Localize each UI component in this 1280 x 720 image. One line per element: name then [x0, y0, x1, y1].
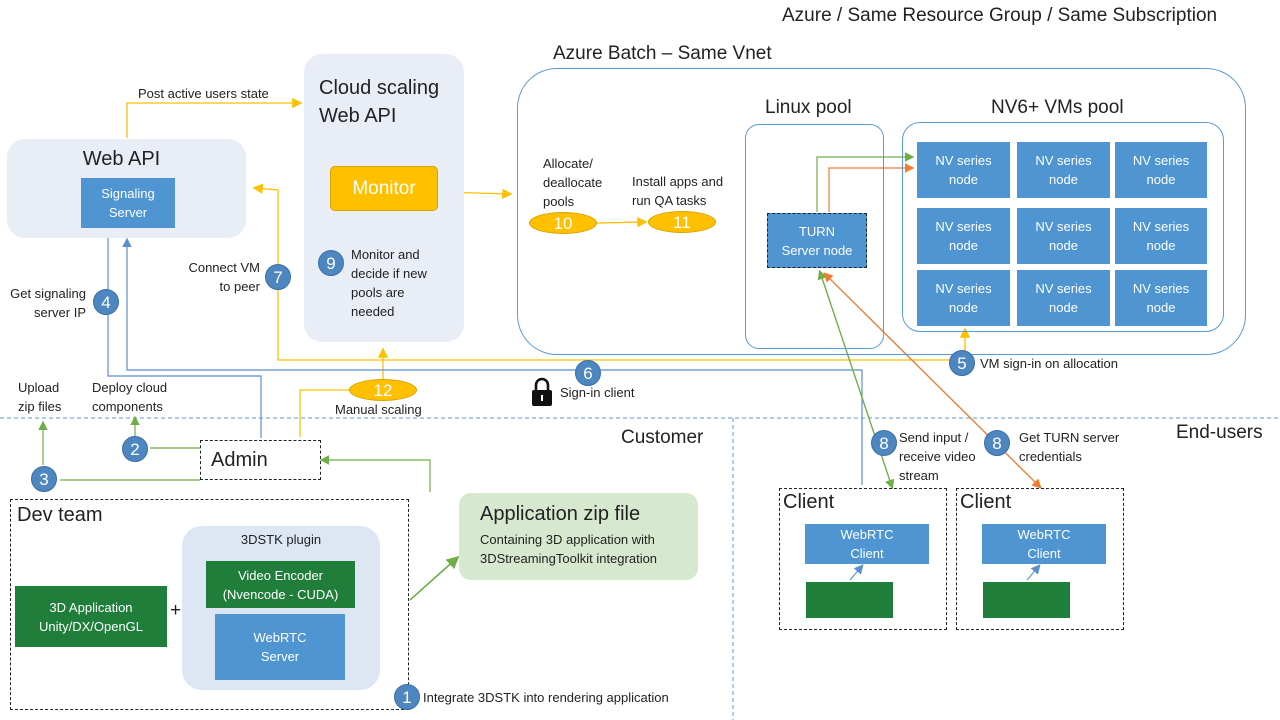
step-10-badge: 10 [529, 212, 597, 234]
webrtc-client-2: WebRTC Client [982, 524, 1106, 564]
customer-label: Customer [621, 427, 704, 448]
nv-series-node: NV series node [1115, 142, 1207, 198]
plus-sign: + [170, 600, 182, 621]
cloud-scaling-title-1: Cloud scaling [319, 77, 440, 99]
client-app-2 [983, 582, 1070, 618]
nv-series-node: NV series node [917, 142, 1010, 198]
linux-pool-title: Linux pool [765, 97, 852, 118]
nv-series-node: NV series node [917, 208, 1010, 264]
step-6-badge: 6 [575, 360, 601, 386]
nv-series-node: NV series node [917, 270, 1010, 326]
nv-pool-box [902, 122, 1224, 332]
azure-group-title: Azure / Same Resource Group / Same Subsc… [782, 5, 1218, 26]
app-zip-title: Application zip file [480, 503, 641, 525]
nv-series-node: NV series node [1017, 208, 1110, 264]
step-8a-badge: 8 [871, 430, 897, 456]
web-api-title: Web API [82, 148, 161, 170]
app-zip-desc: Containing 3D application with 3DStreami… [480, 532, 658, 566]
client-box-2 [956, 488, 1124, 630]
webrtc-server-box: WebRTC Server [215, 614, 345, 680]
webrtc-client-1: WebRTC Client [805, 524, 929, 564]
step-8b-text: Get TURN server credentials [1019, 430, 1120, 464]
signaling-server-box: Signaling Server [81, 178, 175, 228]
azure-batch-container [517, 68, 1246, 355]
monitor-box: Monitor [330, 166, 438, 211]
step-3-text: Upload zip files [18, 380, 62, 414]
step-8b-badge: 8 [984, 430, 1010, 456]
linux-pool-box [745, 124, 884, 349]
step-9-badge: 9 [318, 250, 344, 276]
step-4-badge: 4 [93, 289, 119, 315]
dev-team-title: Dev team [17, 504, 103, 526]
step-4-text: Get signaling server IP [10, 286, 86, 320]
step-7-text: Connect VM to peer [188, 260, 260, 294]
app3d-box: 3D Application Unity/DX/OpenGL [15, 586, 167, 647]
plugin-title: 3DSTK plugin [240, 532, 322, 547]
app-zip-box [459, 493, 698, 580]
nv-pool-title: NV6+ VMs pool [991, 97, 1124, 118]
step-10-text: Allocate/ deallocate pools [543, 156, 603, 209]
admin-box: Admin [200, 440, 321, 480]
client-app-1 [806, 582, 893, 618]
step-8a-text: Send input / receive video stream [899, 430, 976, 483]
nv-series-node: NV series node [1115, 270, 1207, 326]
step-9-text: Monitor and decide if new pools are need… [351, 247, 427, 319]
client-box-1 [779, 488, 947, 630]
step-11-text: Install apps and run QA tasks [632, 174, 724, 208]
client-title-2: Client [960, 491, 1012, 513]
step-2-text: Deploy cloud components [92, 380, 168, 414]
dev-team-box [10, 499, 409, 710]
step-12-text: Manual scaling [335, 402, 422, 417]
nv-series-node: NV series node [1017, 142, 1110, 198]
step-3-badge: 3 [31, 466, 57, 492]
nv-series-node: NV series node [1115, 208, 1207, 264]
video-encoder-box: Video Encoder (Nvencode - CUDA) [206, 561, 355, 608]
step-7-badge: 7 [265, 264, 291, 290]
post-active-label: Post active users state [138, 86, 269, 101]
step-6-text: Sign-in client [560, 385, 635, 400]
step-12-badge: 12 [349, 379, 417, 401]
batch-vnet-title: Azure Batch – Same Vnet [553, 43, 772, 64]
step-1-badge: 1 [394, 684, 420, 710]
cloud-scaling-title-2: Web API [319, 105, 397, 127]
end-users-label: End-users [1176, 422, 1263, 443]
client-title-1: Client [783, 491, 835, 513]
step-5-badge: 5 [949, 350, 975, 376]
step-2-badge: 2 [122, 436, 148, 462]
step-1-text: Integrate 3DSTK into rendering applicati… [423, 690, 669, 705]
step-11-badge: 11 [648, 211, 716, 233]
turn-server-node: TURN Server node [767, 213, 867, 268]
lock-icon [531, 377, 553, 407]
step-5-text: VM sign-in on allocation [980, 356, 1119, 371]
nv-series-node: NV series node [1017, 270, 1110, 326]
